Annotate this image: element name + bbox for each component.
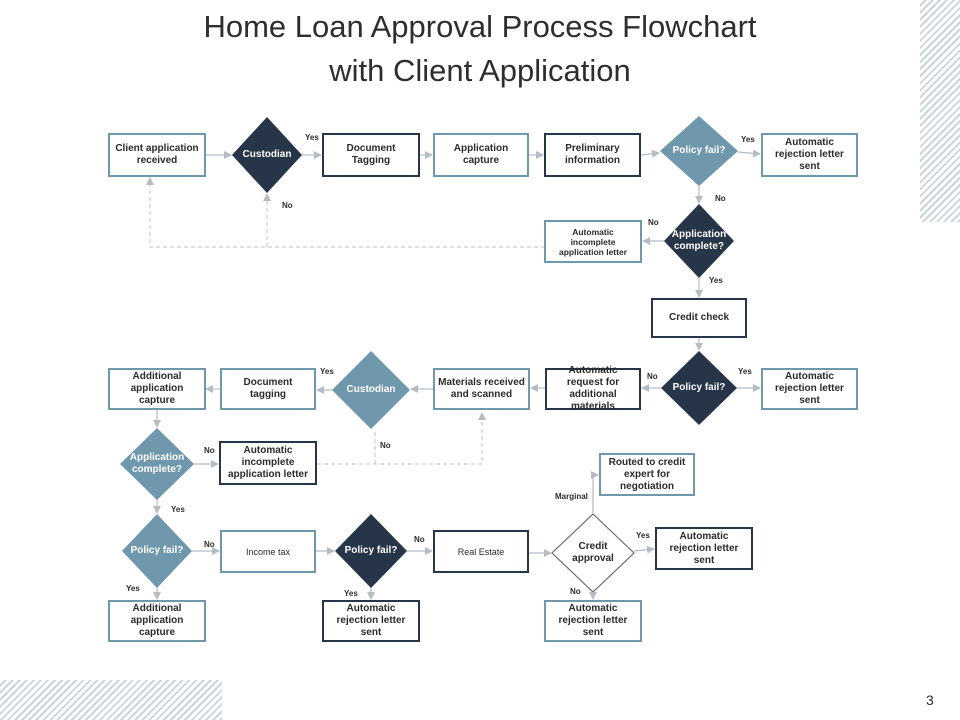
diamond-application-complete-1 — [664, 204, 734, 278]
edge-label-yes: Yes — [320, 367, 334, 376]
node-real-estate: Real Estate — [433, 530, 529, 573]
diamond-custodian-2 — [332, 351, 410, 429]
edge-label-yes: Yes — [738, 367, 752, 376]
edge-label-no: No — [715, 194, 726, 203]
node-automatic-incomplete-2: Automatic incomplete application letter — [219, 441, 317, 485]
edge-label-no: No — [648, 218, 659, 227]
edge-label-no: No — [414, 535, 425, 544]
edge-dashed-loop-incomplete1 — [146, 177, 545, 248]
label-policy-fail-2: Policy fail? — [672, 382, 726, 393]
node-client-application-received: Client application received — [108, 133, 206, 177]
edge-label-no: No — [380, 441, 391, 450]
edge-label-no: No — [570, 587, 581, 596]
node-automatic-rejection-1: Automatic rejection letter sent — [761, 133, 858, 177]
label-application-complete-1: Application complete? — [671, 229, 727, 252]
title-line-1: Home Loan Approval Process Flowchart — [203, 9, 757, 44]
edge-dashed-loop-incomplete2 — [317, 412, 486, 465]
decorative-hatch-top-right — [920, 0, 960, 222]
node-document-tagging-2: Document tagging — [220, 368, 316, 410]
node-automatic-rejection-4: Automatic rejection letter sent — [322, 600, 420, 642]
edge-prelim-to-policy1 — [640, 149, 660, 158]
label-policy-fail-1: Policy fail? — [672, 145, 726, 156]
edge-creditapproval-to-expert — [591, 471, 599, 514]
diamond-application-complete-2 — [120, 428, 194, 500]
diamond-policy-fail-2 — [661, 351, 737, 425]
node-automatic-request-materials: Automatic request for additional materia… — [545, 365, 641, 412]
node-income-tax: Income tax — [220, 530, 316, 573]
diamond-policy-fail-1 — [660, 116, 738, 186]
node-materials-received-scanned: Materials received and scanned — [433, 368, 530, 410]
edge-label-yes: Yes — [171, 505, 185, 514]
edge-label-no: No — [204, 540, 215, 549]
edge-label-no: No — [282, 201, 293, 210]
page-title: Home Loan Approval Process Flowchart wit… — [0, 5, 960, 93]
diamond-policy-fail-3 — [122, 514, 192, 588]
node-automatic-rejection-2: Automatic rejection letter sent — [761, 368, 858, 410]
node-routed-credit-expert: Routed to credit expert for negotiation — [599, 453, 695, 496]
edge-label-yes: Yes — [126, 584, 140, 593]
node-preliminary-information: Preliminary information — [544, 133, 641, 177]
decorative-hatch-bottom-left — [0, 680, 222, 720]
edge-label-yes: Yes — [344, 589, 358, 598]
node-application-capture: Application capture — [433, 133, 529, 177]
label-custodian-2: Custodian — [346, 384, 396, 395]
edge-label-yes: Yes — [741, 135, 755, 144]
edge-label-marginal: Marginal — [555, 492, 588, 501]
node-document-tagging-1: Document Tagging — [322, 133, 420, 177]
edge-label-yes: Yes — [636, 531, 650, 540]
label-policy-fail-4: Policy fail? — [344, 545, 398, 556]
diamond-policy-fail-4 — [335, 514, 407, 588]
node-automatic-rejection-3: Automatic rejection letter sent — [655, 527, 753, 570]
label-application-complete-2: Application complete? — [129, 452, 185, 475]
edge-policy1-to-reject1 — [737, 149, 761, 158]
page-number: 3 — [926, 692, 934, 708]
node-automatic-rejection-5: Automatic rejection letter sent — [544, 600, 642, 642]
edge-label-yes: Yes — [709, 276, 723, 285]
node-credit-check: Credit check — [651, 298, 747, 338]
node-additional-capture-1: Additional application capture — [108, 368, 206, 410]
edge-creditapproval-to-reject3 — [633, 545, 655, 554]
edge-label-no: No — [647, 372, 658, 381]
node-automatic-incomplete-1: Automatic incomplete application letter — [544, 220, 642, 263]
edge-label-no: No — [204, 446, 215, 455]
label-custodian-1: Custodian — [242, 149, 292, 160]
edge-label-yes: Yes — [305, 133, 319, 142]
diamond-custodian-1 — [232, 117, 302, 193]
title-line-2: with Client Application — [329, 53, 631, 88]
node-additional-capture-2: Additional application capture — [108, 600, 206, 642]
label-policy-fail-3: Policy fail? — [130, 545, 184, 556]
label-credit-approval: Credit approval — [572, 541, 614, 564]
